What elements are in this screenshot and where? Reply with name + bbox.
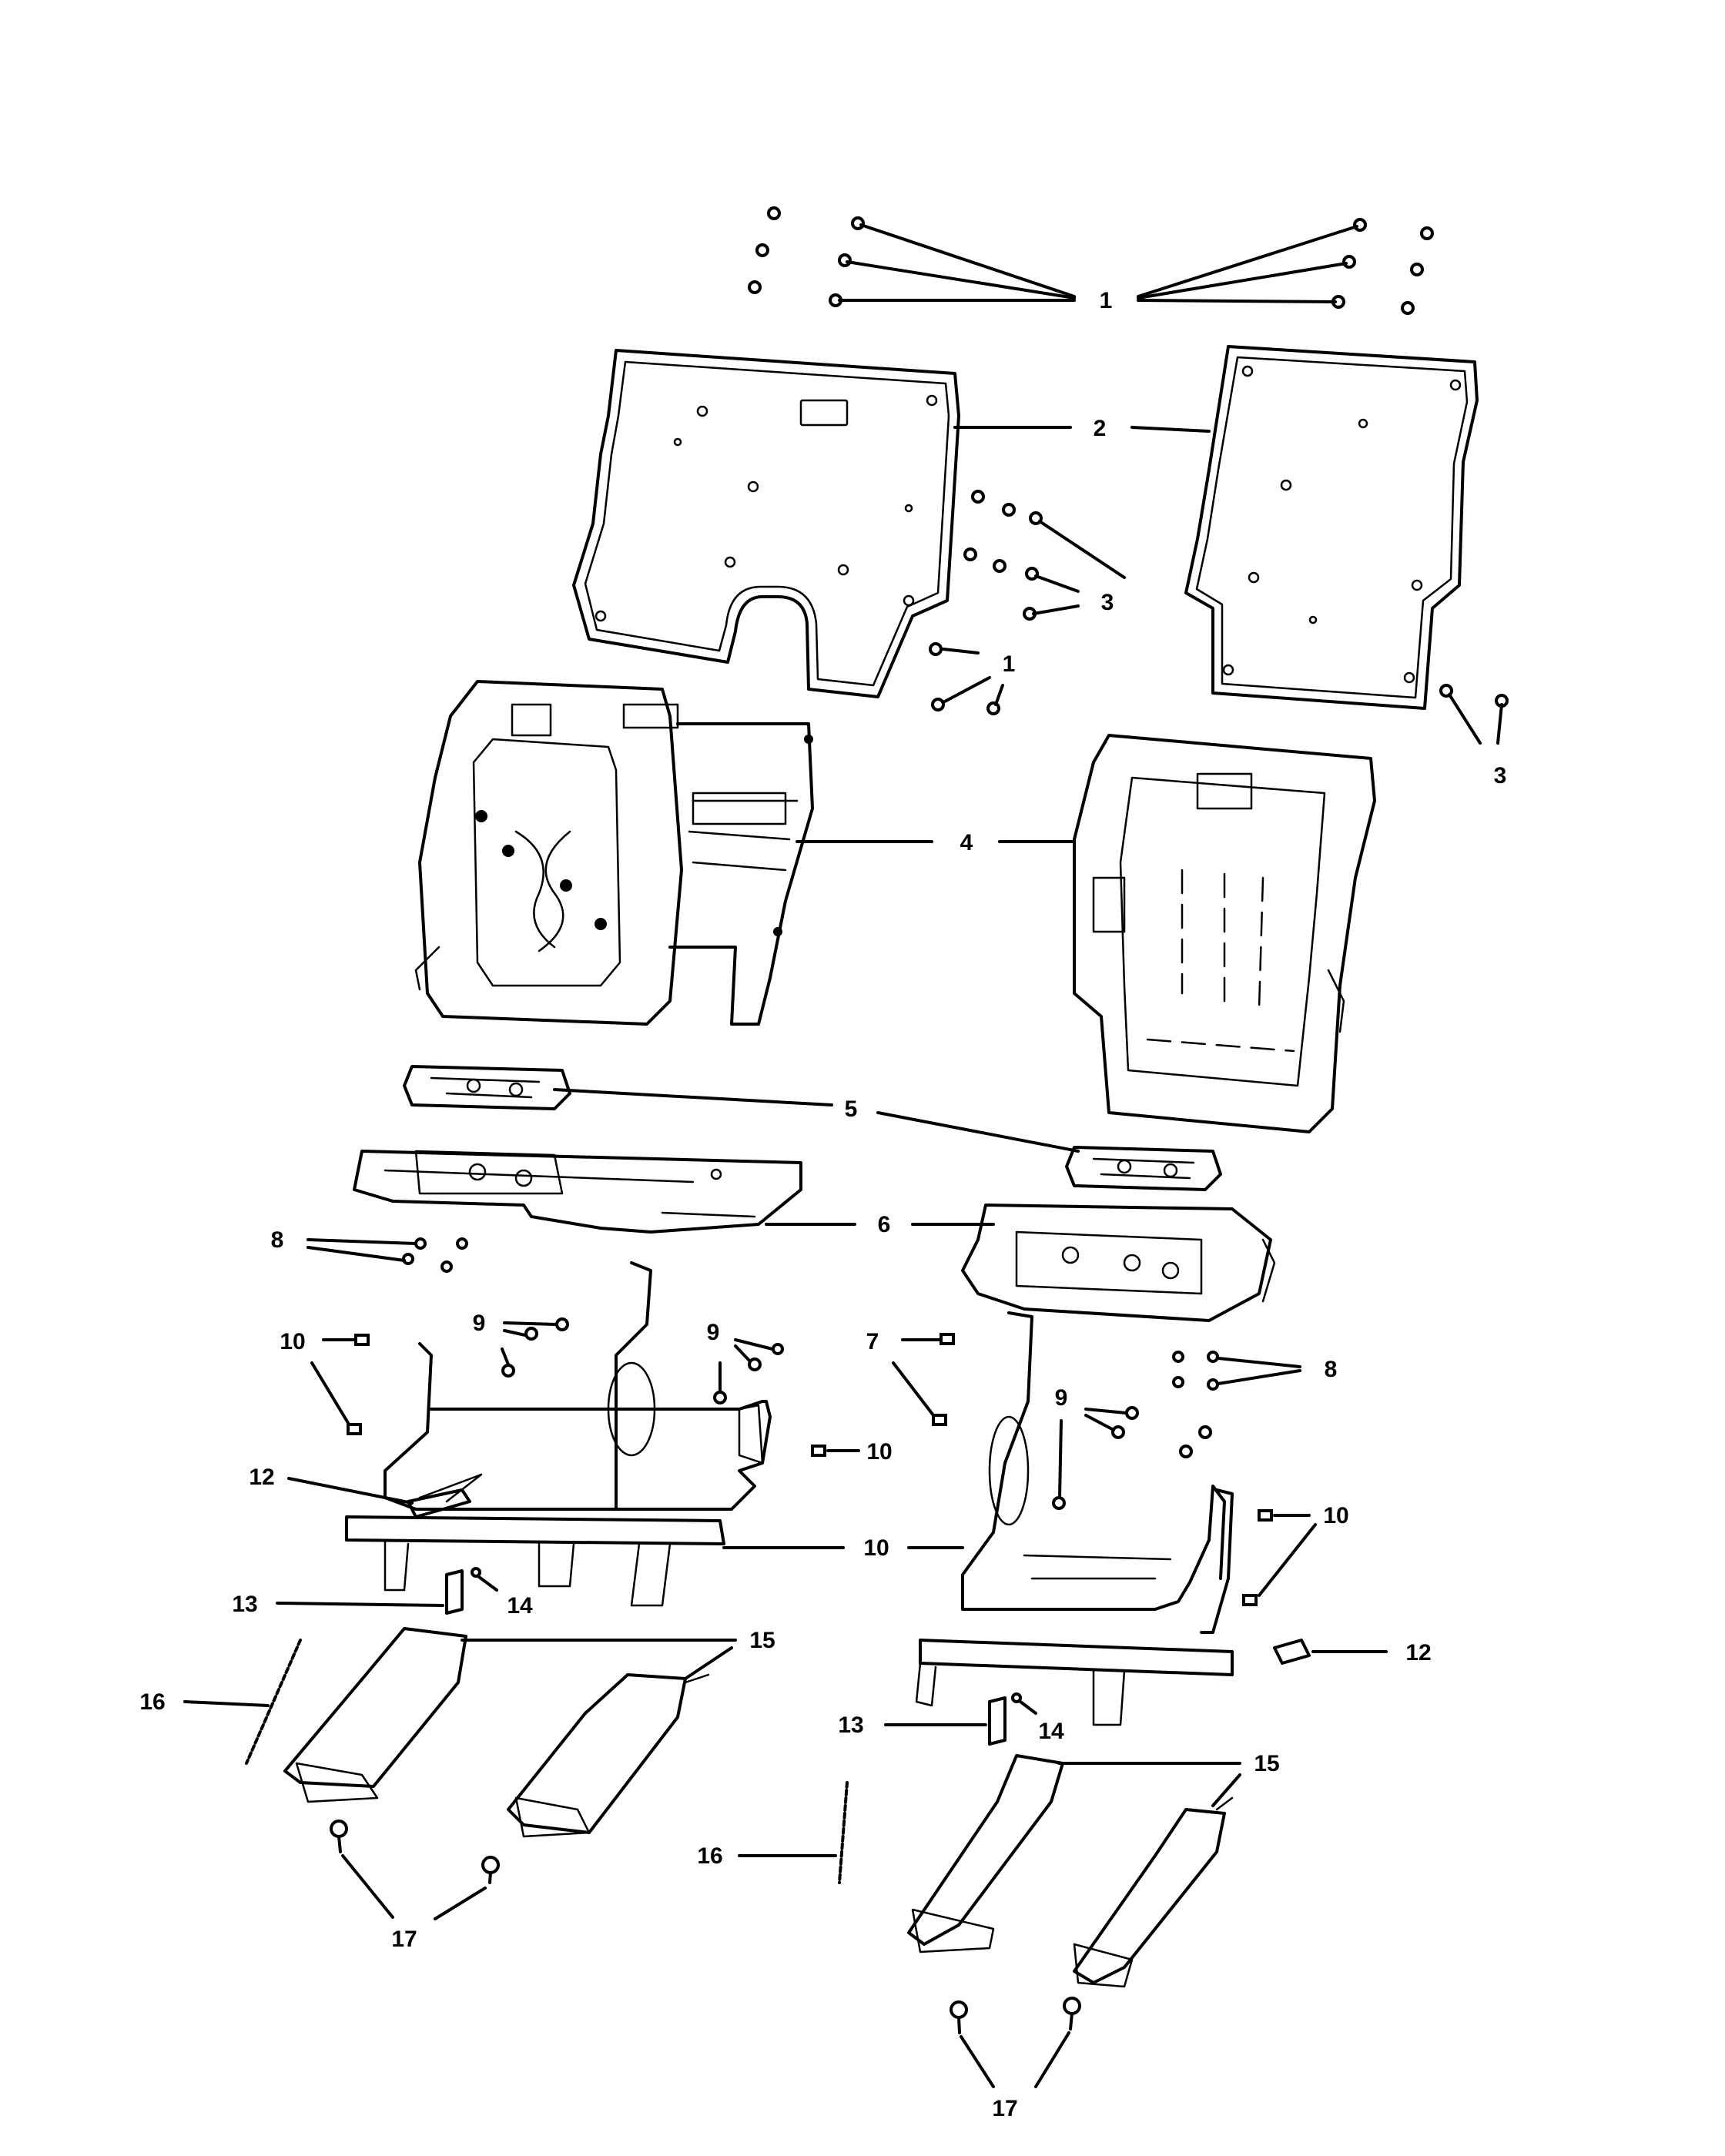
bracket-item-13-14 [276, 1567, 1037, 1746]
callout-8-right: 8 [1325, 1357, 1338, 1382]
spring-item-16 [183, 1639, 849, 1884]
seat-back-panel-right [1184, 345, 1479, 710]
callout-9-a: 9 [473, 1311, 486, 1336]
callout-14-a: 14 [507, 1593, 533, 1619]
bolt-item-7 [892, 1333, 955, 1426]
callout-13-b: 13 [838, 1712, 863, 1738]
callout-7: 7 [866, 1329, 879, 1354]
callout-3: 3 [1101, 590, 1114, 615]
leaders-item-3-1-middle [942, 520, 1503, 745]
callout-10-a: 10 [280, 1329, 305, 1354]
nuts-item-9 [501, 1317, 1212, 1510]
leaders-item-15 [461, 1639, 1241, 1807]
seat-riser-frame-left [345, 1261, 772, 1607]
callout-1-middle: 1 [1003, 651, 1016, 677]
handle-item-12 [287, 1477, 1388, 1665]
callout-4: 4 [960, 830, 973, 855]
callout-10-c: 10 [1323, 1503, 1348, 1528]
leaders-item-2 [953, 426, 1211, 433]
callout-13-a: 13 [232, 1592, 257, 1617]
leaders-item-5 [553, 1088, 1080, 1153]
bolts-item-10 [310, 1334, 1317, 1606]
callout-17-b: 17 [992, 2096, 1017, 2121]
bolts-item-17 [330, 1820, 1081, 2088]
seat-cushion-pan-left [353, 1150, 802, 1234]
callout-17-a: 17 [391, 1927, 417, 1952]
nuts-item-1-top [748, 206, 1434, 315]
leaders-item-1-top [838, 223, 1358, 303]
callout-15-b: 15 [1254, 1751, 1279, 1776]
callout-12-b: 12 [1405, 1640, 1431, 1666]
seat-cushion-pan-right [961, 1204, 1276, 1322]
recliner-mechanism-left [403, 1065, 571, 1110]
fasteners-item-8-right [1172, 1351, 1301, 1391]
seat-tracks-left [283, 1627, 710, 1838]
seat-back-panel-left [572, 349, 960, 698]
callout-2: 2 [1094, 416, 1107, 441]
callout-16-b: 16 [697, 1843, 722, 1869]
callout-6: 6 [878, 1212, 891, 1237]
callout-3-right: 3 [1494, 763, 1507, 788]
callout-15-a: 15 [749, 1628, 775, 1653]
callout-12-a: 12 [249, 1465, 274, 1490]
callout-11: 10 [863, 1535, 889, 1561]
callout-16-a: 16 [139, 1689, 165, 1715]
callout-5: 5 [845, 1096, 858, 1122]
recliner-mechanism-right [1065, 1146, 1222, 1191]
callout-8-left: 8 [271, 1227, 284, 1253]
callout-9-b: 9 [707, 1320, 720, 1345]
callout-10-b: 10 [866, 1439, 892, 1465]
fasteners-item-8-left [306, 1237, 468, 1273]
callout-9-c: 9 [1055, 1385, 1068, 1411]
seat-back-frame-right [1073, 734, 1376, 1133]
callout-1: 1 [1100, 288, 1113, 313]
callout-14-b: 14 [1038, 1719, 1064, 1744]
seat-back-frame-left [414, 680, 814, 1026]
seat-tracks-right [907, 1754, 1234, 1988]
seat-riser-frame-right [915, 1311, 1234, 1726]
